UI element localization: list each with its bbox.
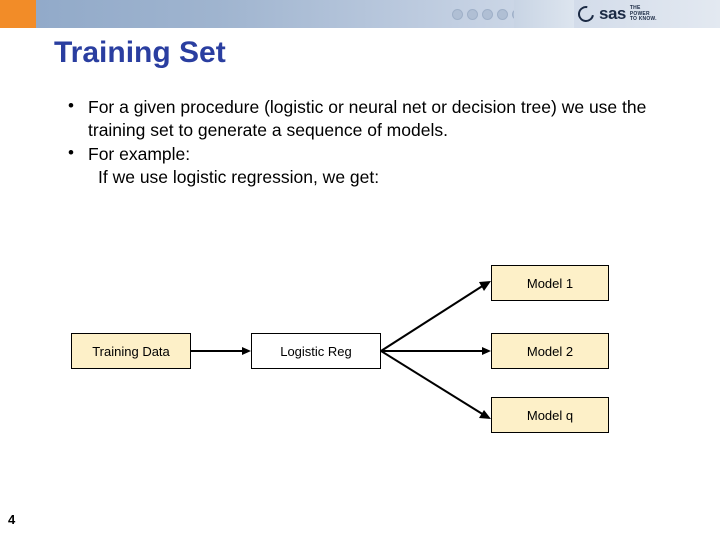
sas-swirl-icon <box>574 2 598 25</box>
banner-dot-icon <box>467 9 478 20</box>
banner-gradient-bar <box>514 0 574 28</box>
sas-tagline-line3: TO KNOW. <box>629 16 657 22</box>
sas-tagline-line1: THE <box>629 5 641 11</box>
top-banner: sas THE POWER TO KNOW. <box>0 0 720 28</box>
bullet-item: For a given procedure (logistic or neura… <box>54 95 684 143</box>
sub-line: If we use logistic regression, we get: <box>98 167 380 188</box>
page-number: 4 <box>8 512 16 527</box>
diagram-arrows <box>191 281 491 419</box>
sas-logo-text: sas <box>599 4 626 24</box>
banner-dot-icon <box>452 9 463 20</box>
page-title: Training Set <box>54 36 226 69</box>
sas-tagline-line2: POWER <box>629 10 650 17</box>
sas-logo: sas THE POWER TO KNOW. <box>574 2 657 25</box>
bullet-item: For example: <box>54 142 684 166</box>
banner-dot-icon <box>482 9 493 20</box>
node-model-q: Model q <box>491 397 609 433</box>
sas-tagline: THE POWER TO KNOW. <box>630 5 657 23</box>
banner-orange-block <box>0 0 36 28</box>
node-model-2: Model 2 <box>491 333 609 369</box>
banner-dots <box>452 9 523 20</box>
body-content: For a given procedure (logistic or neura… <box>54 95 684 190</box>
flow-diagram: Training Data Logistic Reg Model 1 Model… <box>0 255 720 445</box>
node-training-data: Training Data <box>71 333 191 369</box>
node-model-1: Model 1 <box>491 265 609 301</box>
node-logistic-reg: Logistic Reg <box>251 333 381 369</box>
banner-dot-icon <box>497 9 508 20</box>
